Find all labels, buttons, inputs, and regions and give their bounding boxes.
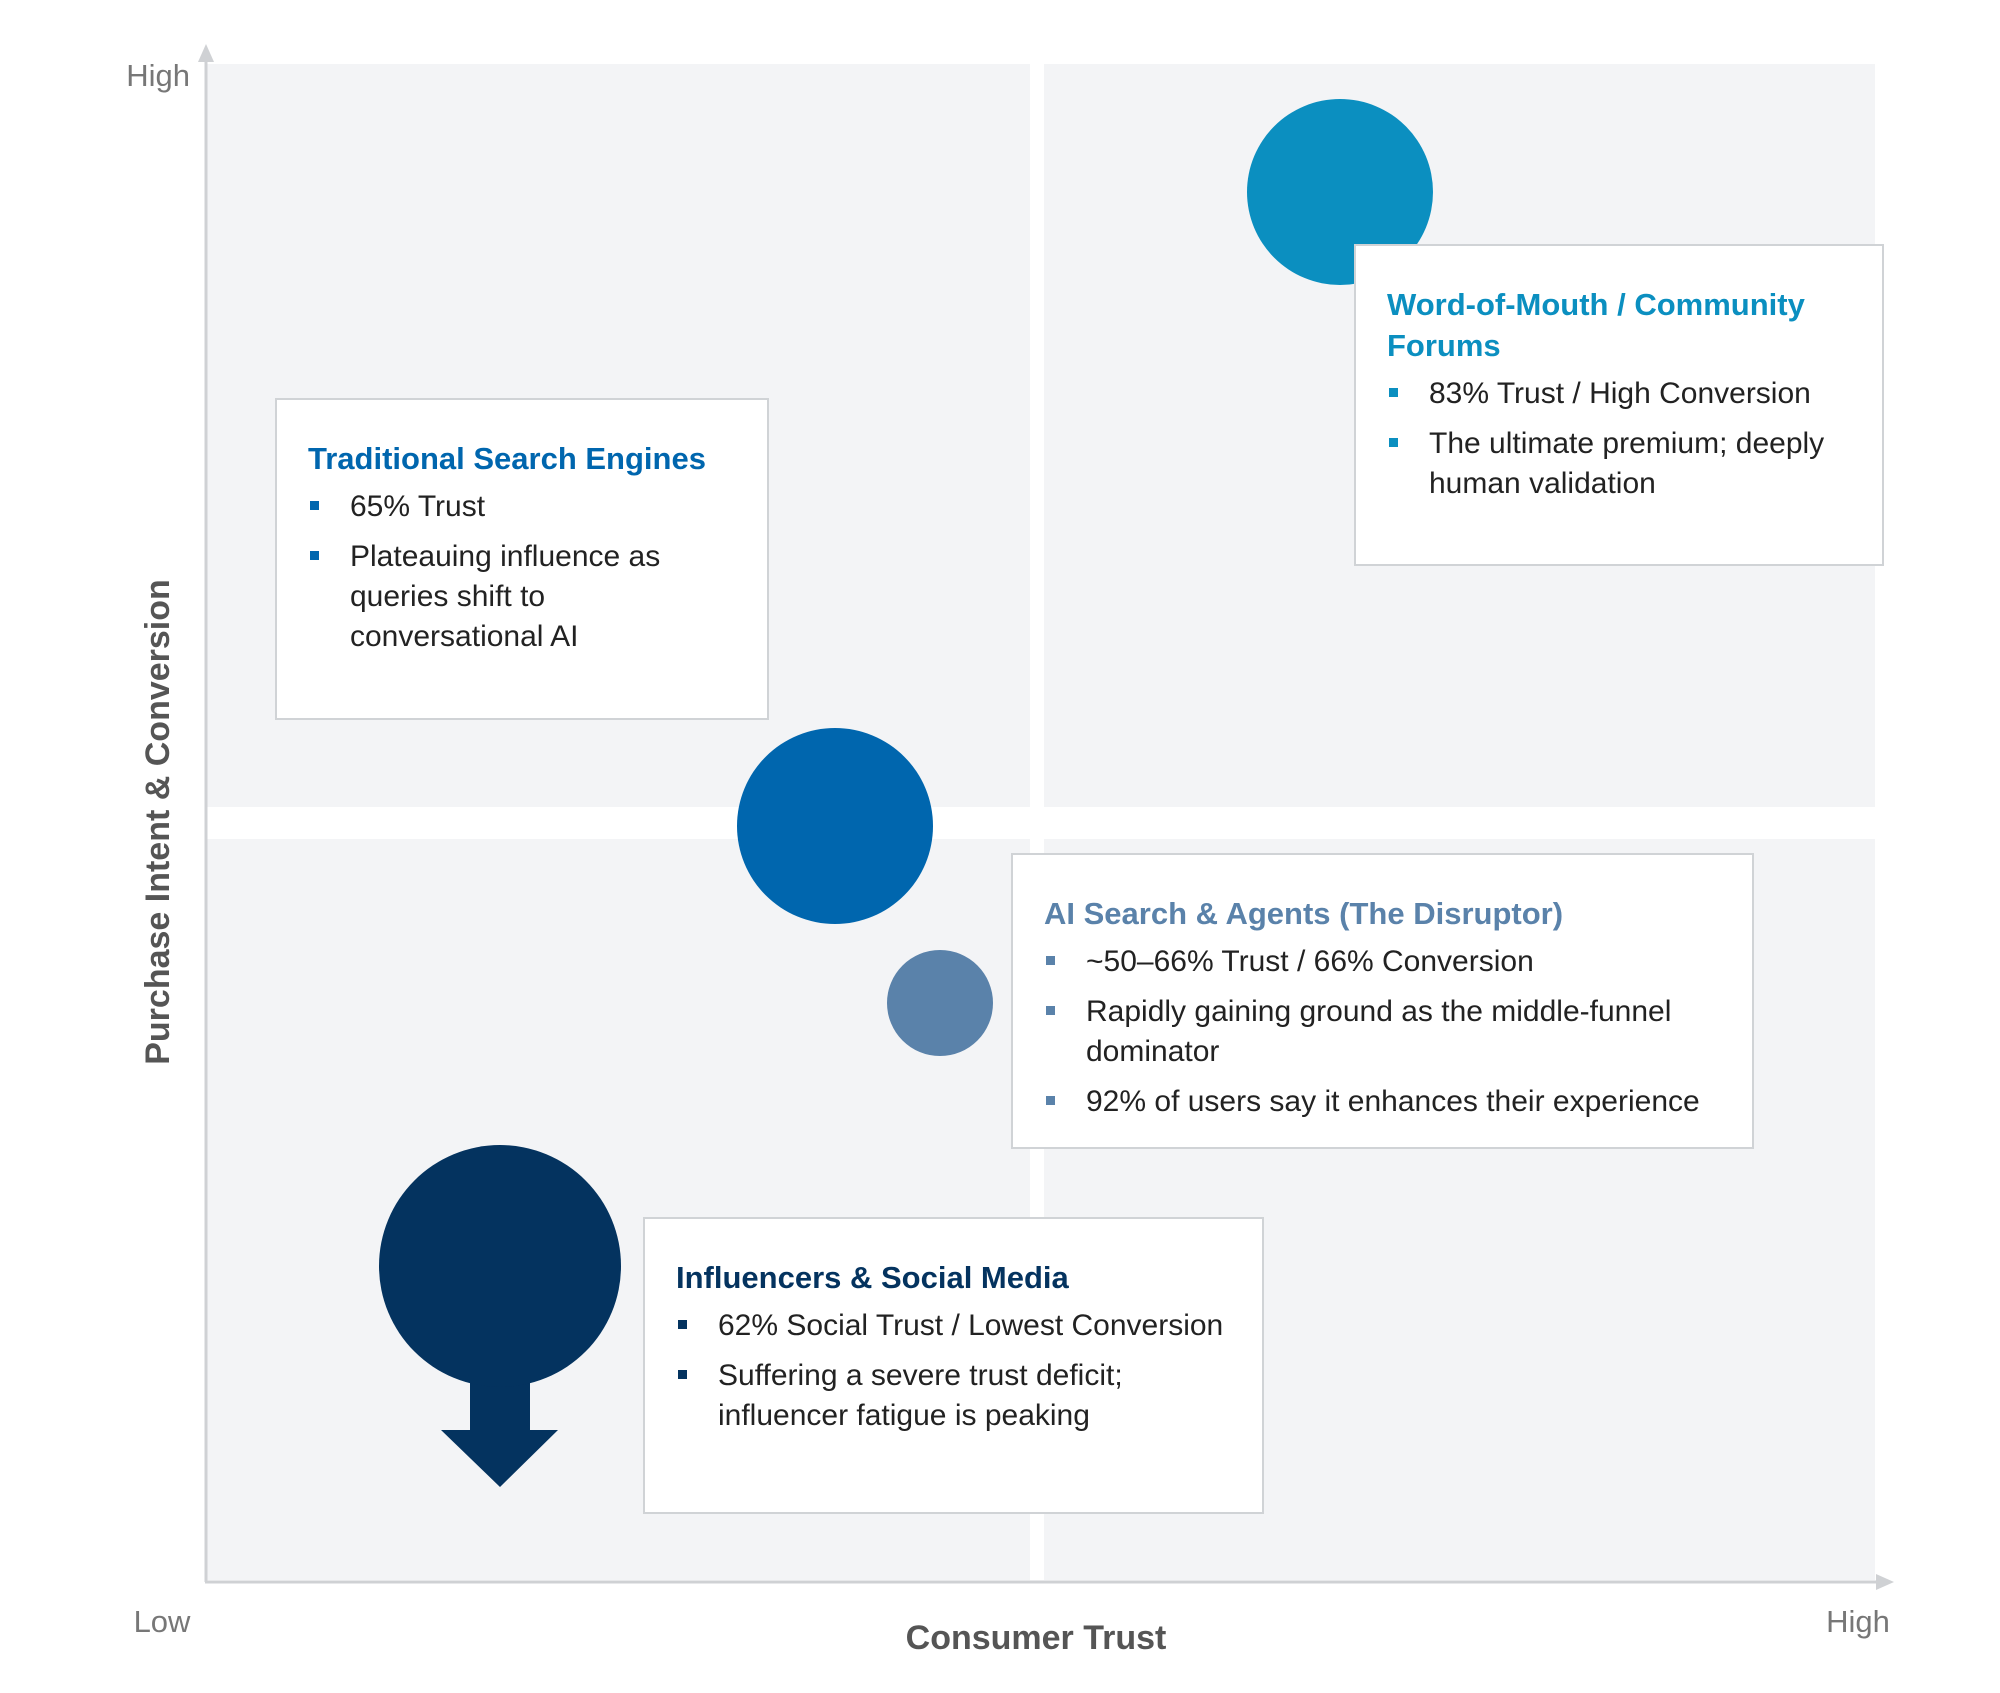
x-axis-arrow-icon	[1876, 1574, 1894, 1590]
influencers-bubble	[379, 1145, 621, 1487]
list-item: Plateauing influence as queries shift to…	[308, 537, 737, 657]
ai-search-title: AI Search & Agents (The Disruptor)	[1044, 896, 1564, 931]
square-bullet-icon	[678, 1370, 687, 1379]
list-item: Rapidly gaining ground as the middle-fun…	[1044, 992, 1722, 1072]
x-axis-low-label: Low	[134, 1604, 191, 1639]
word-of-mouth-bullets: 83% Trust / High Conversion The ultimate…	[1387, 374, 1852, 504]
influencers-card: Influencers & Social Media 62% Social Tr…	[643, 1217, 1264, 1514]
influencers-title: Influencers & Social Media	[676, 1260, 1069, 1295]
square-bullet-icon	[678, 1320, 687, 1329]
ai-search-bubble	[887, 950, 993, 1056]
ai-search-card: AI Search & Agents (The Disruptor) ~50–6…	[1011, 853, 1754, 1149]
list-item: 92% of users say it enhances their exper…	[1044, 1082, 1722, 1122]
square-bullet-icon	[1389, 438, 1398, 447]
x-axis-title: Consumer Trust	[906, 1619, 1167, 1657]
list-item: The ultimate premium; deeply human valid…	[1387, 424, 1852, 504]
word-of-mouth-card: Word-of-Mouth / Community Forums 83% Tru…	[1354, 244, 1884, 566]
list-item: 62% Social Trust / Lowest Conversion	[676, 1306, 1232, 1346]
influencers-bullets: 62% Social Trust / Lowest Conversion Suf…	[676, 1306, 1232, 1436]
square-bullet-icon	[1046, 1006, 1055, 1015]
arrow-down-icon	[441, 1368, 558, 1487]
ai-search-bullets: ~50–66% Trust / 66% Conversion Rapidly g…	[1044, 942, 1722, 1122]
square-bullet-icon	[1046, 1096, 1055, 1105]
influencers-circle	[379, 1145, 621, 1387]
word-of-mouth-title: Word-of-Mouth / Community Forums	[1387, 287, 1805, 363]
y-axis-title: Purchase Intent & Conversion	[139, 579, 177, 1065]
traditional-search-title: Traditional Search Engines	[308, 441, 706, 476]
y-axis-high-label: High	[126, 58, 190, 93]
y-axis-arrow-icon	[198, 44, 214, 62]
traditional-search-bubble	[737, 728, 933, 924]
list-item: 83% Trust / High Conversion	[1387, 374, 1852, 414]
square-bullet-icon	[1389, 388, 1398, 397]
square-bullet-icon	[310, 501, 319, 510]
square-bullet-icon	[310, 551, 319, 560]
word-of-mouth-bubble	[1247, 99, 1433, 285]
list-item: 65% Trust	[308, 487, 737, 527]
x-axis-high-label: High	[1826, 1604, 1890, 1639]
list-item: Suffering a severe trust deficit; influe…	[676, 1356, 1232, 1436]
square-bullet-icon	[1046, 956, 1055, 965]
traditional-search-card: Traditional Search Engines 65% Trust Pla…	[275, 398, 769, 720]
traditional-search-bullets: 65% Trust Plateauing influence as querie…	[308, 487, 737, 657]
list-item: ~50–66% Trust / 66% Conversion	[1044, 942, 1722, 982]
